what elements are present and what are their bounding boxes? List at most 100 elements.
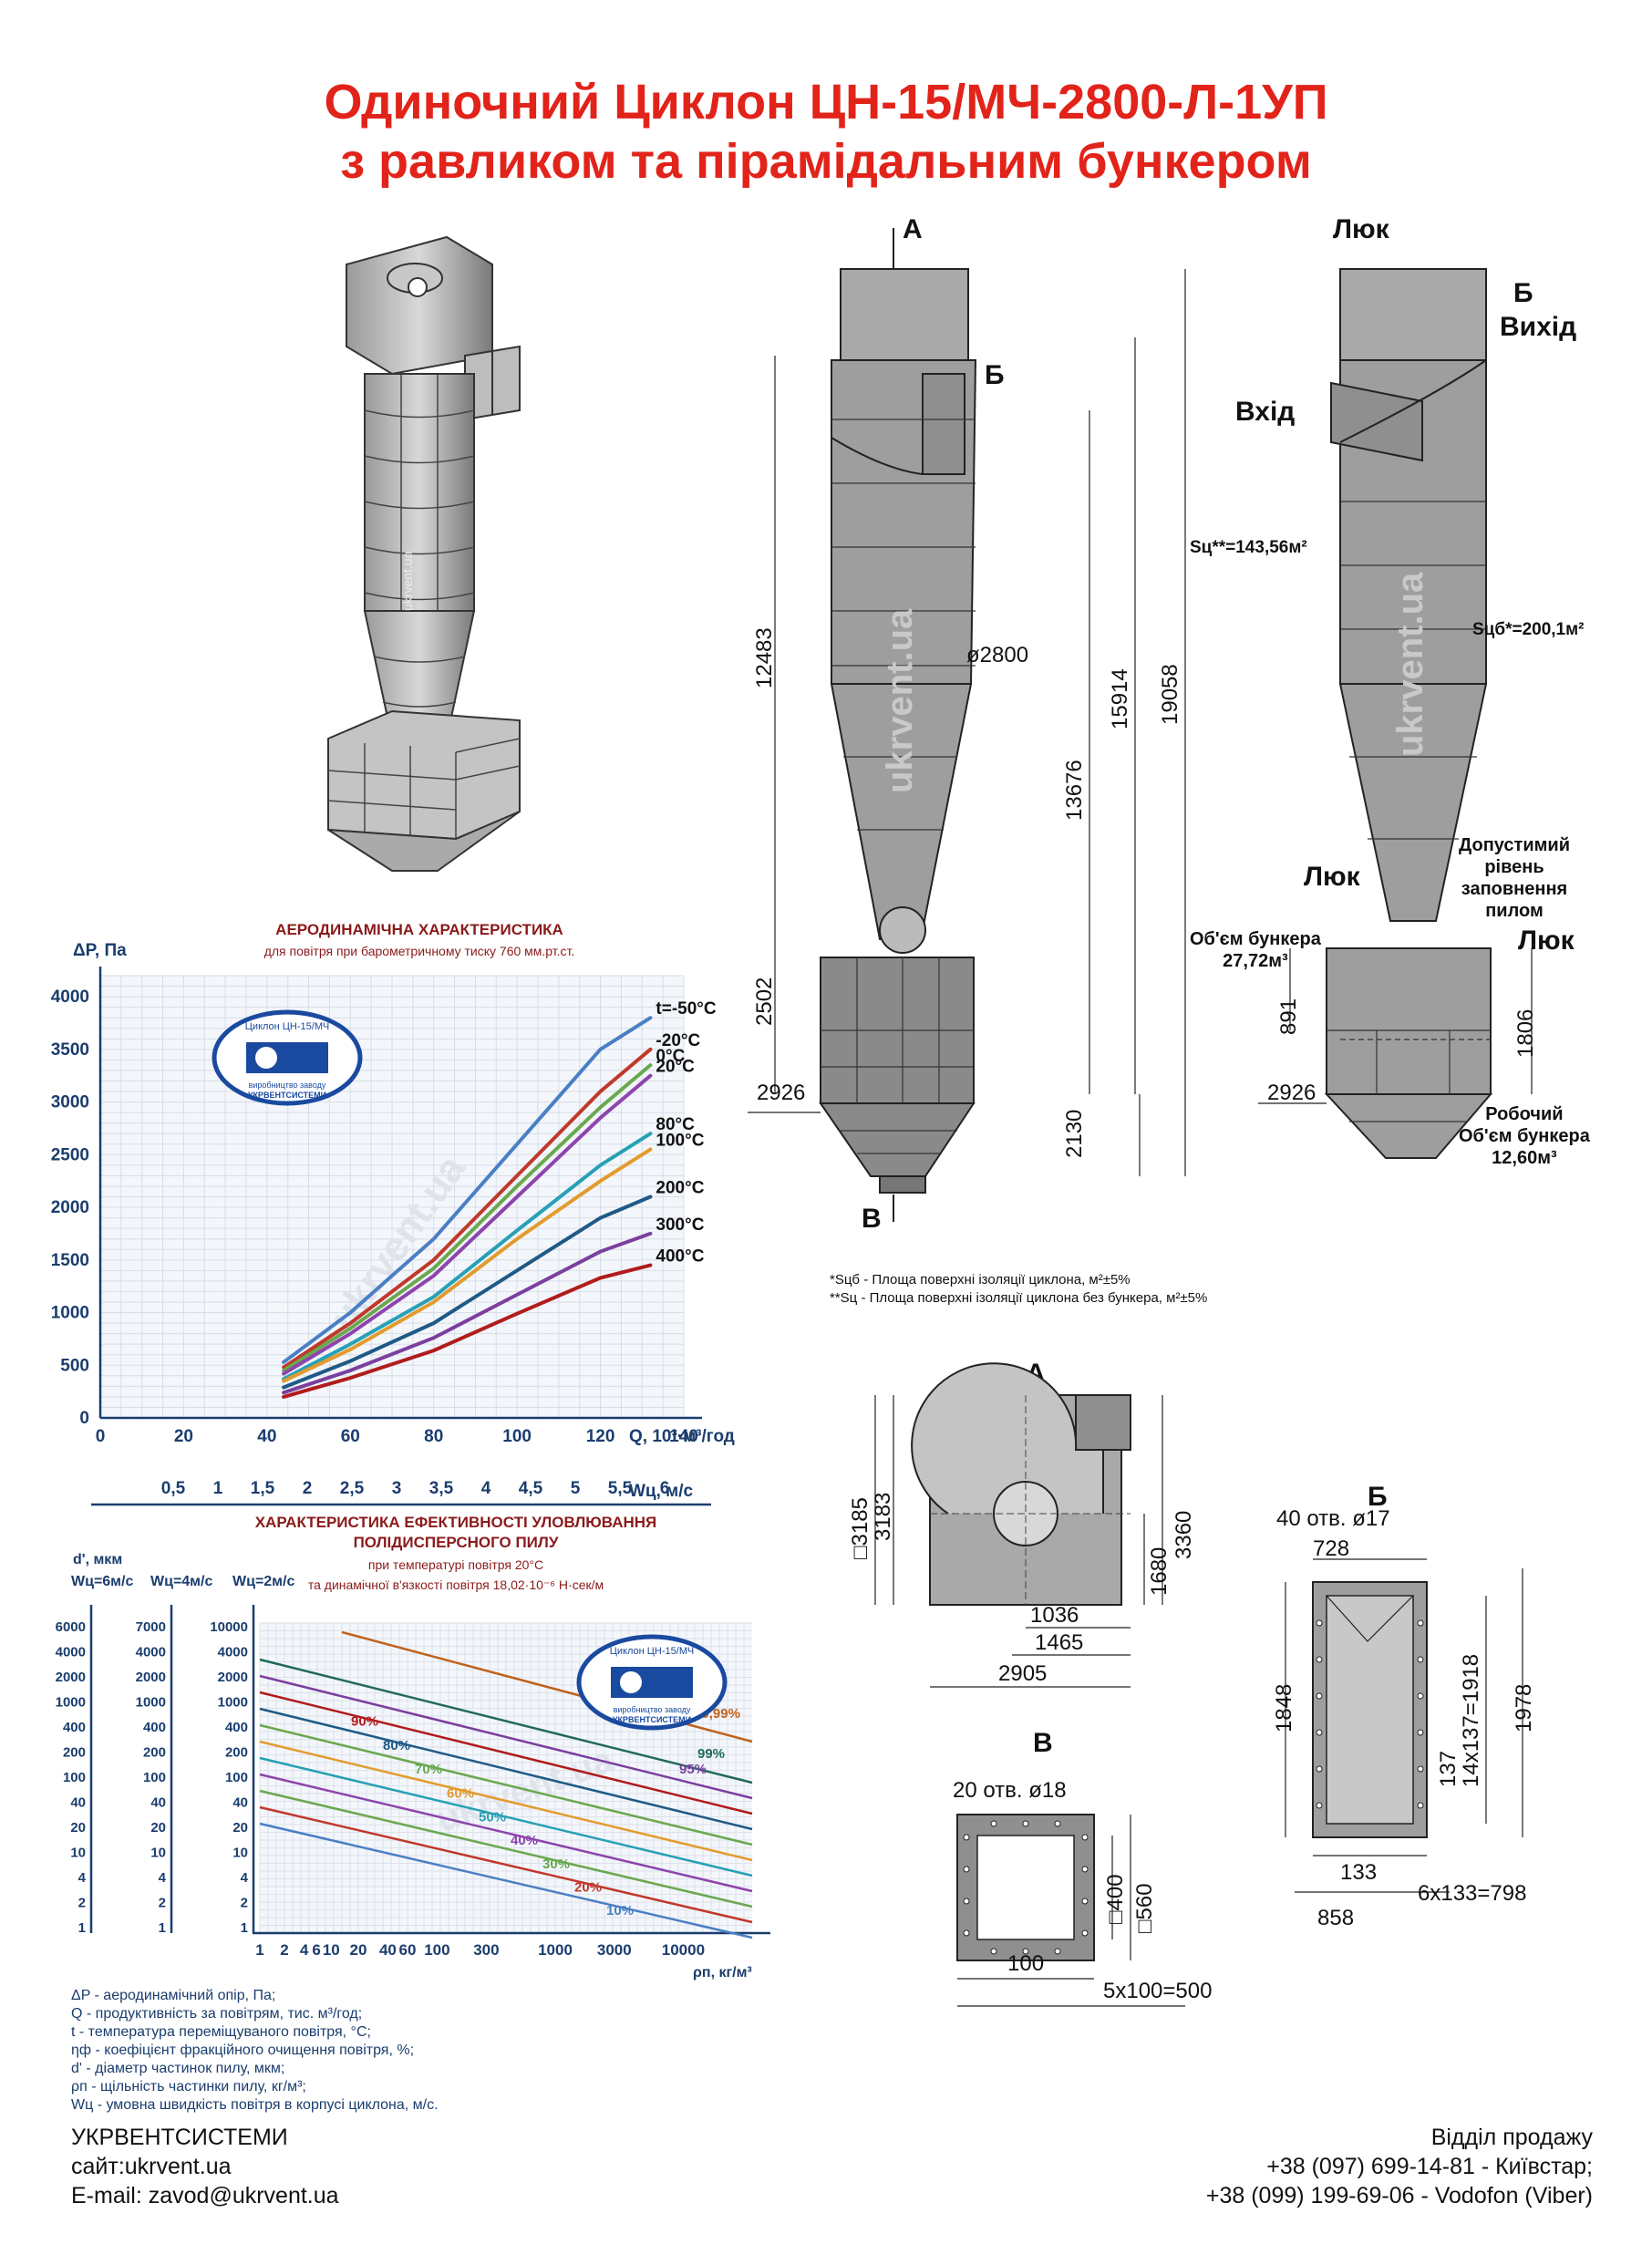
- chart2-ytick: 4: [78, 1870, 87, 1886]
- viewA-drawing: [874, 1362, 1163, 1688]
- chart2-ytick: 1: [159, 1920, 166, 1936]
- chart1-series-line: [282, 1073, 653, 1376]
- chart2-series-label: 99%: [697, 1746, 725, 1762]
- chart1-x2tick: 2,5: [340, 1479, 365, 1498]
- chart2-series-label: 50%: [479, 1809, 506, 1825]
- dim-12483: 12483: [752, 627, 777, 688]
- chart2-ytick: 100: [225, 1770, 248, 1785]
- chart1-ytick: 500: [60, 1356, 89, 1375]
- chart1-series-label: 300°C: [656, 1215, 704, 1235]
- dim-2130: 2130: [1062, 1109, 1087, 1158]
- chart1-series-label: 20°C: [656, 1058, 695, 1077]
- viewB-dim-6x133: 6х133=798: [1418, 1881, 1527, 1906]
- chart2-ytick: 100: [143, 1770, 166, 1785]
- badge2-top: Циклон ЦН-15/МЧ: [610, 1646, 694, 1657]
- dim-diameter-2800: ø2800: [966, 643, 1029, 667]
- viewV-dim-560: □560: [1132, 1883, 1157, 1933]
- badge1-bottom1: виробництво заводу: [249, 1081, 326, 1090]
- note-scb: *Sцб - Площа поверхні ізоляції циклона, …: [830, 1272, 1131, 1288]
- side-view-B-marker: Б: [1513, 278, 1533, 308]
- chart2-xtick: 100: [424, 1941, 449, 1959]
- chart2-ytick: 4000: [136, 1645, 166, 1660]
- footer-sales: Відділ продажу: [1430, 2125, 1593, 2150]
- chart2-ytick: 200: [143, 1745, 166, 1761]
- chart2-ytick: 1000: [56, 1695, 86, 1711]
- chart2-xtick: 6: [312, 1941, 320, 1959]
- chart2-xtick: 1: [255, 1941, 263, 1959]
- chart1-series-label: 100°C: [656, 1132, 704, 1151]
- chart1-x2tick: 2: [303, 1479, 313, 1498]
- chart1-subtitle: для повітря при барометричному тиску 760…: [263, 944, 575, 958]
- chart1-series-line: [282, 1263, 653, 1399]
- viewV-holes: 20 отв. ø18: [953, 1778, 1067, 1803]
- viewB-drawing: [1285, 1558, 1523, 1893]
- chart1-series-line: [282, 1132, 653, 1381]
- view-A-marker: A: [903, 214, 923, 244]
- viewV-dim-400: □400: [1103, 1874, 1128, 1924]
- legend-d: d' - діаметр частинок пилу, мкм;: [71, 2061, 285, 2076]
- chart2-ytick: 1: [78, 1920, 86, 1936]
- chart2-xtick: 10: [323, 1941, 340, 1959]
- legend-wc: Wц - умовна швидкість повітря в корпусі …: [71, 2097, 439, 2113]
- dim-891: 891: [1276, 998, 1301, 1035]
- outlet-label: Вихід: [1500, 312, 1577, 342]
- footer-email[interactable]: E-mail: zavod@ukrvent.ua: [71, 2183, 339, 2208]
- chart2-ytick: 10: [232, 1846, 248, 1861]
- footer-site[interactable]: сайт:ukrvent.ua: [71, 2154, 232, 2179]
- chart2-series-line: [259, 1822, 753, 1939]
- chart1-xtick: 100: [502, 1427, 532, 1446]
- chart2-title2: ПОЛІДИСПЕРСНОГО ПИЛУ: [353, 1534, 559, 1551]
- chart2-ytick: 2000: [136, 1670, 166, 1685]
- viewB-dim-133: 133: [1340, 1860, 1378, 1885]
- viewV-dim-5x100: 5х100=500: [1103, 1979, 1213, 2003]
- badge2-bottom1: виробництво заводу: [614, 1705, 691, 1714]
- chart1-xtick: 120: [586, 1427, 615, 1446]
- chart2-series-label: 80%: [383, 1738, 410, 1753]
- chart2-series-label: 20%: [574, 1880, 602, 1896]
- chart2-title: ХАРАКТЕРИСТИКА ЕФЕКТИВНОСТІ УЛОВЛЮВАННЯ: [254, 1514, 657, 1531]
- chart1-x2tick: 1,5: [251, 1479, 275, 1498]
- chart2-series-label: 40%: [511, 1833, 538, 1848]
- viewB-dim-1978: 1978: [1512, 1683, 1536, 1732]
- chart2-subtitle: при температурі повітря 20°С: [367, 1557, 544, 1572]
- chart2-series-line: [259, 1658, 753, 1784]
- chart1-title: АЕРОДИНАМІЧНА ХАРАКТЕРИСТИКА: [275, 921, 563, 938]
- footer-phone2[interactable]: +38 (099) 199-69-06 - Vodofon (Viber): [1205, 2183, 1593, 2208]
- chart2-series-line: [259, 1707, 753, 1831]
- viewB-dim-14x137: 14х137=1918: [1459, 1653, 1483, 1787]
- page-title-line2: з равликом та пірамідальним бункером: [340, 134, 1312, 189]
- chart2-xlabel: ρп, кг/м³: [693, 1965, 752, 1981]
- chart1-x2tick: 4,5: [519, 1479, 543, 1498]
- note-sc: **Sц - Площа поверхні ізоляції циклона б…: [830, 1290, 1208, 1306]
- chart2-ytick: 40: [150, 1795, 166, 1811]
- chart1-xtick: 40: [257, 1427, 276, 1446]
- chart2-series-label: 30%: [542, 1856, 570, 1872]
- chart1-ytick: 4000: [51, 988, 89, 1007]
- chart2-ytick: 400: [225, 1720, 248, 1735]
- chart2-ytick: 1000: [136, 1695, 166, 1711]
- chart1-series-line: [282, 1231, 653, 1395]
- chart2-xtick: 4: [300, 1941, 309, 1959]
- chart1-x2tick: 5: [571, 1479, 581, 1498]
- chart1-x2tick: 5,5: [608, 1479, 633, 1498]
- viewA-dim-1036: 1036: [1030, 1603, 1079, 1628]
- chart1-x2tick: 0,5: [161, 1479, 186, 1498]
- chart2-ytick: 20: [70, 1820, 86, 1836]
- footer-phone1[interactable]: +38 (097) 699-14-81 - Київстар;: [1266, 2154, 1593, 2179]
- dim-19058: 19058: [1158, 664, 1182, 725]
- badge2-bottom2: УКРВЕНТСИСТЕМИ: [613, 1715, 691, 1724]
- chart1-series-line: [282, 1147, 653, 1383]
- chart2-ytick: 20: [150, 1820, 166, 1836]
- chart1-ytick: 0: [79, 1409, 89, 1428]
- logo-badge-1: Циклон ЦН-15/МЧ виробництво заводу УКРВЕ…: [212, 1009, 363, 1106]
- chart2-series-line: [259, 1691, 753, 1815]
- chart2-axis-head-4: Wц=4м/с: [150, 1574, 213, 1589]
- chart2-xtick: 300: [473, 1941, 499, 1959]
- dim-15914: 15914: [1108, 668, 1132, 729]
- legend-q: Q - продуктивність за повітрям, тис. м³/…: [71, 2006, 363, 2022]
- chart2-series-line: [259, 1805, 753, 1924]
- chart1-x2label: Wц, м/с: [629, 1482, 694, 1501]
- chart2-ytick: 7000: [136, 1619, 166, 1635]
- chart2-series-line: [259, 1723, 753, 1846]
- surface-area-sc: Sц**=143,56м²: [1190, 538, 1307, 557]
